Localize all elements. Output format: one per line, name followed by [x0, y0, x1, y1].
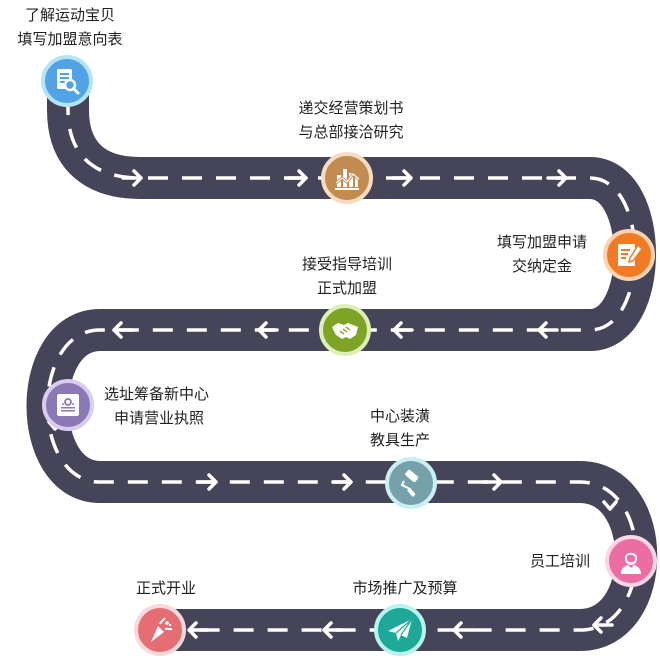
step-3-node [603, 229, 655, 281]
step-7-node [605, 535, 657, 587]
road-arrow [187, 621, 209, 639]
road-arrow [112, 321, 134, 339]
party-popper-icon [151, 617, 173, 642]
paper-plane-icon [388, 618, 413, 641]
step-6-label: 中心装潢 教具生产 [369, 407, 430, 449]
road-arrow [392, 321, 414, 339]
step-1-node [41, 55, 93, 107]
road-arrow [602, 500, 618, 511]
paint-roller-icon [400, 469, 419, 497]
document-search-icon [57, 69, 80, 95]
step-9-label: 正式开业 [135, 579, 196, 597]
road-arrow [452, 621, 474, 639]
step-4-node [319, 304, 371, 356]
handshake-icon [332, 323, 358, 339]
step-3-label: 填写加盟申请 交纳定金 [496, 233, 587, 275]
step-5-node [42, 379, 94, 431]
step-8-node [374, 604, 426, 656]
step-7-label: 员工培训 [529, 552, 590, 570]
road-arrow [121, 169, 143, 187]
step-9-node [134, 604, 186, 656]
person-icon [621, 552, 641, 574]
road-arrow [537, 321, 559, 339]
step-2-label: 递交经营策划书 与总部接洽研究 [298, 99, 404, 141]
road-arrow [257, 321, 279, 339]
road-arrow [322, 621, 344, 639]
step-6-node [385, 457, 437, 509]
step-1-label: 了解运动宝贝 填写加盟意向表 [17, 6, 123, 48]
step-2-node [321, 152, 373, 204]
road-arrow [546, 169, 568, 187]
road-arrow [391, 169, 413, 187]
edit-document-icon [618, 243, 643, 266]
step-4-label: 接受指导培训 正式加盟 [301, 255, 392, 297]
step-8-label: 市场推广及预算 [352, 579, 458, 597]
step-5-label: 选址筹备新中心 申请营业执照 [104, 385, 210, 427]
road-arrow [286, 169, 308, 187]
license-certificate-icon [57, 394, 79, 416]
road-arrow [592, 616, 614, 634]
road-arrow [196, 473, 218, 491]
road-arrow [331, 473, 353, 491]
bar-chart-icon [335, 169, 360, 190]
road-arrow [481, 473, 503, 491]
